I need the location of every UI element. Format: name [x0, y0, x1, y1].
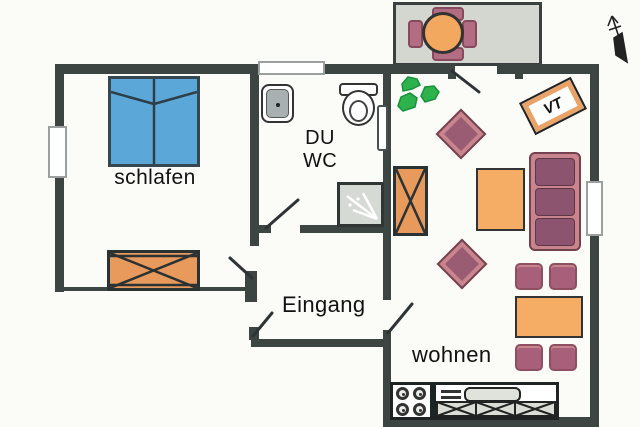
dining-chair-icon: [549, 344, 577, 371]
window-bathroom-icon: [258, 61, 325, 75]
label-living: wohnen: [412, 342, 492, 367]
dining-table-icon: [515, 296, 583, 338]
wall-bathroom-bottom: [300, 225, 391, 233]
shower-icon: [337, 182, 384, 227]
vt-sign-label: VT: [540, 94, 566, 118]
window-living-icon: [586, 181, 603, 236]
wall-hall-living-lower: [383, 330, 391, 422]
sofa-cushion: [535, 158, 575, 186]
door-jamb-terrace-left: [448, 74, 456, 79]
stove-icon: [390, 382, 433, 420]
wardrobe-icon: [393, 166, 428, 236]
coffee-table-icon: [476, 168, 525, 231]
room-entrance-hall: [259, 233, 383, 339]
door-jamb-bedroom: [245, 271, 257, 302]
sofa-cushion: [535, 218, 575, 246]
label-entrance: Eingang: [282, 292, 366, 317]
counter-detail-line: [441, 396, 461, 399]
terrace: [393, 2, 542, 66]
wall-left: [55, 64, 64, 292]
terrace-chair-east-icon: [462, 20, 477, 48]
wall-bottom: [383, 417, 599, 427]
wall-hall-bottom: [251, 339, 387, 347]
washbasin-icon: [261, 84, 294, 123]
dining-chair-icon: [515, 263, 543, 290]
wall-bathroom-bottom-stub: [259, 225, 271, 233]
dining-chair-icon: [549, 263, 577, 290]
wall-hall-living-upper: [383, 233, 391, 300]
kitchen-sink-icon: [464, 387, 521, 402]
counter-detail-line: [441, 390, 461, 393]
door-jamb-entrance: [249, 327, 259, 340]
sofa-cushion: [535, 188, 575, 216]
toilet-icon: [342, 90, 375, 126]
wall-right: [590, 64, 599, 426]
label-bedroom: schlafen: [114, 166, 196, 189]
label-bathroom: DU WC: [296, 127, 344, 173]
door-jamb-terrace-right: [515, 74, 523, 79]
wall-bedroom-bathroom: [250, 64, 259, 246]
label-bathroom-wc: WC: [302, 150, 338, 172]
dining-chair-icon: [515, 344, 543, 371]
kitchen-counter-icon: [433, 382, 559, 420]
sofa-icon: [529, 152, 581, 251]
double-bed-icon: [108, 76, 200, 167]
label-bathroom-du: DU: [305, 127, 335, 149]
chest-of-drawers-icon: [107, 250, 200, 291]
north-arrow-icon: [607, 15, 629, 64]
toilet-bowl-inner: [349, 100, 368, 122]
window-bedroom-icon: [48, 126, 67, 178]
wall-top-right: [497, 64, 599, 74]
washbasin-drain: [276, 103, 280, 107]
terrace-table-icon: [422, 12, 464, 54]
door-leaf-bathroom-wall-icon: [377, 105, 388, 151]
terrace-chair-west-icon: [408, 20, 423, 48]
